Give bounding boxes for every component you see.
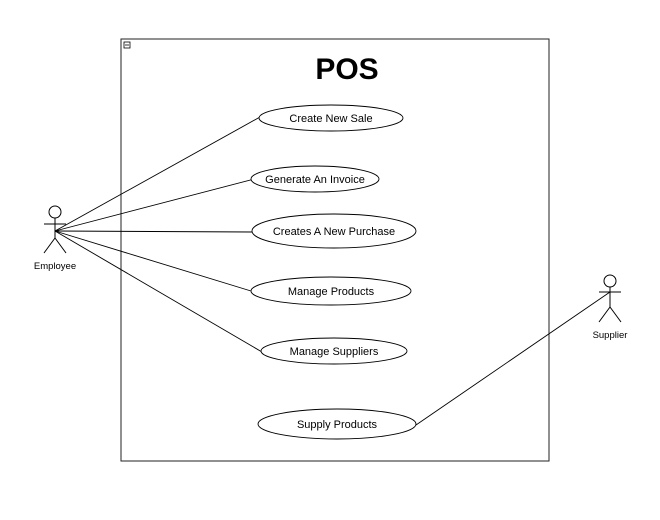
association-line — [54, 230, 253, 233]
stick-figure-icon — [43, 205, 67, 254]
use-case-manage-suppliers[interactable]: Manage Suppliers — [260, 337, 408, 365]
association-line — [54, 177, 259, 232]
use-case-supply-products[interactable]: Supply Products — [257, 408, 417, 440]
collapse-icon[interactable] — [123, 41, 131, 49]
use-case-label: Create New Sale — [289, 113, 372, 125]
use-case-generate-an-invoice[interactable]: Generate An Invoice — [250, 165, 380, 193]
use-case-manage-products[interactable]: Manage Products — [250, 276, 412, 306]
actor-label: Supplier — [593, 330, 628, 341]
association-line — [54, 230, 263, 353]
use-case-create-new-sale[interactable]: Create New Sale — [258, 104, 404, 132]
use-case-creates-a-new-purchase[interactable]: Creates A New Purchase — [251, 213, 417, 249]
actor-employee[interactable]: Employee — [34, 205, 76, 272]
system-title: POS — [315, 53, 378, 86]
association-line — [54, 230, 252, 292]
supplier-association-line — [415, 291, 611, 426]
employee-associations — [54, 116, 263, 353]
use-case-label: Manage Suppliers — [290, 346, 379, 358]
actor-label: Employee — [34, 261, 76, 272]
stick-figure-icon — [598, 274, 622, 323]
use-case-label: Manage Products — [288, 286, 375, 298]
system-boundary — [120, 38, 550, 462]
use-case-label: Supply Products — [297, 419, 378, 431]
association-line — [54, 116, 261, 232]
use-case-label: Generate An Invoice — [265, 174, 365, 186]
use-case-label: Creates A New Purchase — [273, 226, 395, 238]
actor-supplier[interactable]: Supplier — [593, 274, 628, 341]
